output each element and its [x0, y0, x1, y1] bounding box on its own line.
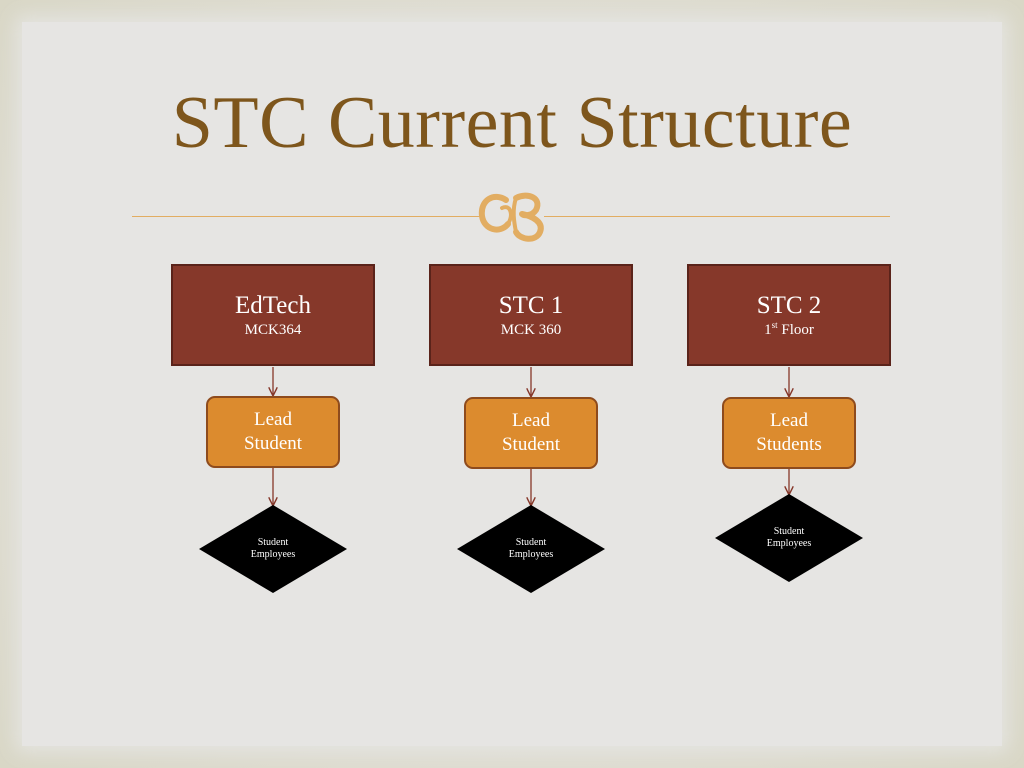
location-name: STC 1: [498, 292, 564, 319]
staff-label-line1: Student: [515, 537, 547, 548]
lead-label-line2: Students: [756, 434, 822, 455]
lead-label-line1: Lead: [770, 410, 808, 431]
lead-label-line2: Student: [243, 433, 303, 454]
lead-box-stc2: Lead Students: [722, 397, 856, 469]
lead-box-edtech: Lead Student: [206, 396, 340, 468]
page-title: STC Current Structure: [171, 82, 853, 164]
staff-label-line1: Student: [257, 537, 289, 548]
location-box-edtech: EdTech MCK364: [171, 264, 375, 366]
staff-label-line1: Student: [773, 526, 805, 537]
location-name: STC 2: [756, 292, 822, 319]
title-divider-right: [544, 216, 890, 217]
staff-label-line2: Employees: [508, 549, 554, 560]
lead-label-line1: Lead: [512, 410, 550, 431]
lead-label-line2: Student: [501, 434, 561, 455]
location-room: MCK364: [244, 322, 302, 338]
staff-diamond-edtech: Student Employees: [199, 505, 347, 593]
staff-label-line2: Employees: [766, 538, 812, 549]
location-room: MCK 360: [500, 322, 562, 338]
title-divider-left: [132, 216, 484, 217]
flourish-ornament-icon: [478, 192, 544, 242]
location-box-stc1: STC 1 MCK 360: [429, 264, 633, 366]
location-room: 1st Floor: [764, 320, 814, 339]
lead-box-stc1: Lead Student: [464, 397, 598, 469]
location-box-stc2: STC 2 1st Floor: [687, 264, 891, 366]
staff-label-line2: Employees: [250, 549, 296, 560]
staff-diamond-stc2: Student Employees: [715, 494, 863, 582]
slide-canvas: [22, 22, 1002, 746]
staff-diamond-stc1: Student Employees: [457, 505, 605, 593]
lead-label-line1: Lead: [254, 409, 292, 430]
location-name: EdTech: [235, 292, 311, 319]
